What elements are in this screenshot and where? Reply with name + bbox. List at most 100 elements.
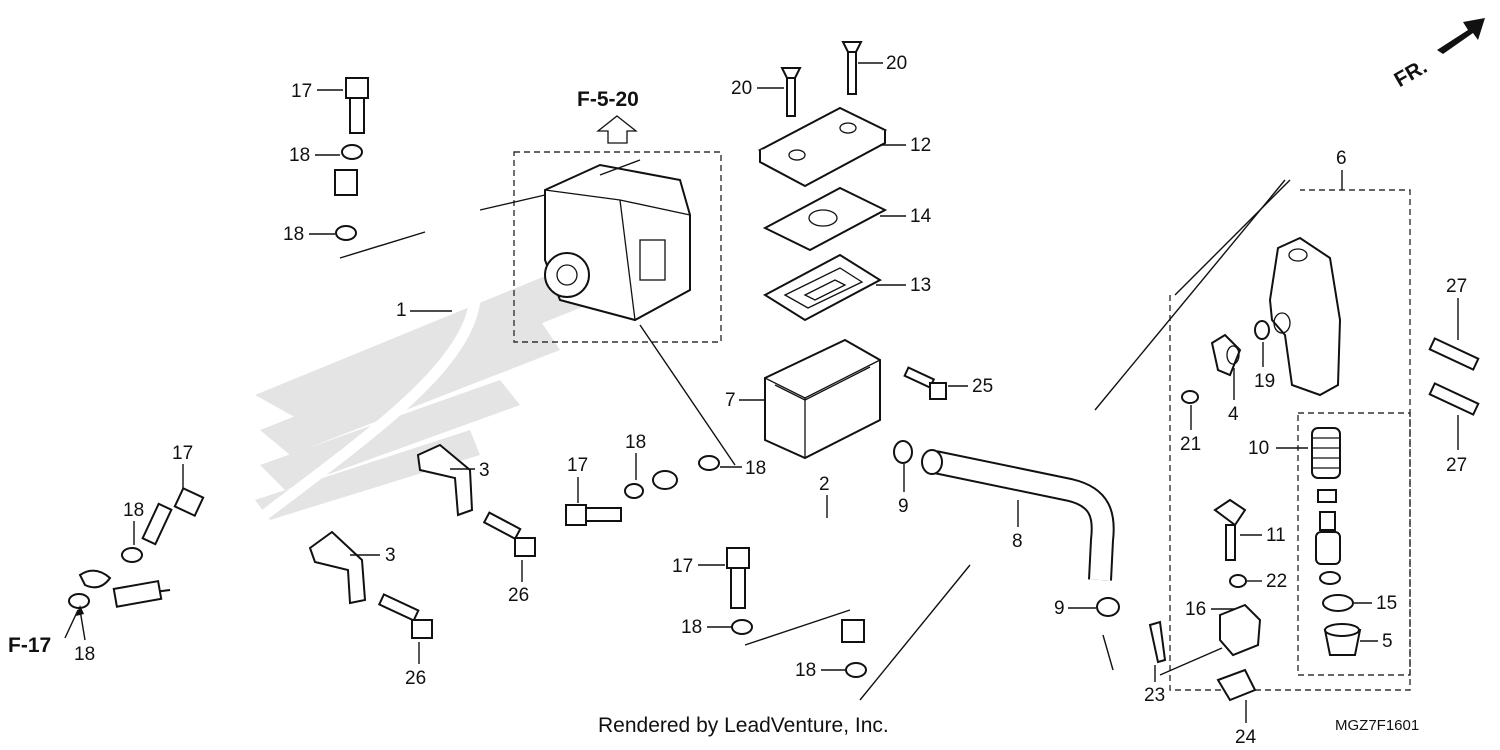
svg-text:21: 21 bbox=[1180, 434, 1201, 455]
svg-text:18: 18 bbox=[795, 660, 816, 681]
svg-text:17: 17 bbox=[172, 443, 193, 464]
callout-22: 22 bbox=[1247, 571, 1287, 592]
callout-18-lower: 18 bbox=[681, 617, 732, 638]
brake-hose-1[interactable] bbox=[78, 169, 483, 608]
callout-20-right: 20 bbox=[858, 53, 907, 74]
abs-modulator-unit[interactable] bbox=[544, 163, 691, 322]
brake-hose-2[interactable] bbox=[652, 470, 865, 643]
svg-text:17: 17 bbox=[291, 81, 312, 102]
diaphragm-13[interactable] bbox=[763, 253, 882, 322]
svg-text:26: 26 bbox=[508, 585, 529, 606]
svg-text:23: 23 bbox=[1144, 685, 1165, 706]
sealing-washers-18[interactable] bbox=[68, 144, 867, 678]
svg-text:3: 3 bbox=[479, 460, 490, 481]
svg-text:27: 27 bbox=[1446, 276, 1467, 297]
f-5-20-label[interactable]: F-5-20 bbox=[577, 88, 639, 111]
svg-text:9: 9 bbox=[898, 496, 909, 517]
callout-6: 6 bbox=[1336, 148, 1347, 190]
bolt-26-lower[interactable] bbox=[377, 593, 433, 639]
bolt-25[interactable] bbox=[903, 366, 947, 400]
callout-2: 2 bbox=[819, 474, 830, 518]
push-rod-11[interactable] bbox=[1213, 498, 1247, 561]
abs-modulator-frame bbox=[513, 151, 722, 343]
callout-7: 7 bbox=[725, 390, 765, 411]
banjo-bolt-17-left[interactable] bbox=[141, 486, 205, 546]
f-5-20-ref[interactable]: F-5-20 bbox=[577, 88, 639, 144]
reservoir-7[interactable] bbox=[764, 338, 881, 460]
cotter-pin-23[interactable] bbox=[1148, 620, 1167, 664]
clip-9-upper[interactable] bbox=[893, 440, 913, 464]
svg-text:18: 18 bbox=[289, 145, 310, 166]
callout-15: 15 bbox=[1354, 593, 1397, 614]
svg-text:11: 11 bbox=[1266, 525, 1286, 546]
svg-text:3: 3 bbox=[385, 545, 396, 566]
svg-text:22: 22 bbox=[1266, 571, 1287, 592]
callout-3-lower: 3 bbox=[350, 545, 396, 566]
master-cylinder-6[interactable] bbox=[1268, 236, 1342, 397]
spring-10[interactable] bbox=[1311, 427, 1341, 585]
callout-18-bottom-left: 18 bbox=[74, 609, 95, 665]
o-ring-19[interactable] bbox=[1254, 320, 1270, 340]
front-label: FR. bbox=[1390, 55, 1431, 92]
callout-23: 23 bbox=[1144, 665, 1165, 706]
circlip-15[interactable] bbox=[1322, 594, 1354, 612]
front-direction-arrow: FR. bbox=[1390, 18, 1485, 92]
screw-20-right[interactable] bbox=[841, 41, 863, 95]
callout-17-top: 17 bbox=[291, 81, 343, 102]
banjo-bolt-17-mid[interactable] bbox=[565, 504, 622, 526]
svg-text:18: 18 bbox=[283, 224, 304, 245]
screw-21[interactable] bbox=[1181, 390, 1199, 404]
svg-text:1: 1 bbox=[396, 300, 407, 321]
bolt-26-upper[interactable] bbox=[482, 511, 536, 557]
joint-4[interactable] bbox=[1210, 333, 1242, 377]
banjo-bolt-17-top[interactable] bbox=[345, 77, 369, 134]
clip-9-lower[interactable] bbox=[1096, 597, 1120, 617]
svg-text:10: 10 bbox=[1248, 438, 1269, 459]
svg-text:18: 18 bbox=[74, 644, 95, 665]
svg-text:4: 4 bbox=[1228, 404, 1239, 425]
callout-10: 10 bbox=[1248, 438, 1308, 459]
svg-text:18: 18 bbox=[625, 432, 646, 453]
f-17-label[interactable]: F-17 bbox=[8, 634, 51, 657]
svg-text:19: 19 bbox=[1254, 371, 1275, 392]
callout-18-bottom: 18 bbox=[795, 660, 846, 681]
callout-20-left: 20 bbox=[731, 78, 784, 99]
callout-12: 12 bbox=[880, 135, 931, 156]
callout-8: 8 bbox=[1012, 500, 1023, 552]
svg-text:5: 5 bbox=[1382, 631, 1393, 652]
svg-text:9: 9 bbox=[1054, 598, 1065, 619]
callout-13: 13 bbox=[876, 275, 931, 296]
svg-text:7: 7 bbox=[725, 390, 736, 411]
pin-24[interactable] bbox=[1216, 668, 1257, 702]
diaphragm-plate-14[interactable] bbox=[762, 186, 888, 252]
bolt-27-upper[interactable] bbox=[1428, 337, 1480, 371]
up-arrow-icon bbox=[596, 115, 638, 144]
svg-text:16: 16 bbox=[1185, 599, 1206, 620]
screw-20-left[interactable] bbox=[780, 67, 802, 117]
callout-14: 14 bbox=[880, 206, 932, 227]
callout-26-lower: 26 bbox=[405, 642, 426, 689]
diagram-code: MGZ7F1601 bbox=[1335, 717, 1419, 734]
svg-text:15: 15 bbox=[1376, 593, 1397, 614]
svg-text:18: 18 bbox=[745, 458, 766, 479]
callout-18-top2: 18 bbox=[283, 224, 335, 245]
svg-text:6: 6 bbox=[1336, 148, 1347, 169]
reservoir-hose-8[interactable] bbox=[921, 449, 1115, 581]
piston-kit-frame bbox=[1297, 412, 1411, 676]
callout-5: 5 bbox=[1360, 631, 1393, 652]
hose-clamp-3-lower[interactable] bbox=[308, 530, 367, 605]
boot-5[interactable] bbox=[1323, 623, 1362, 656]
bolt-27-lower[interactable] bbox=[1428, 382, 1480, 416]
svg-text:2: 2 bbox=[819, 474, 830, 495]
reservoir-cap-12[interactable] bbox=[757, 106, 888, 188]
callout-11: 11 bbox=[1240, 525, 1286, 546]
banjo-bolt-17-lower[interactable] bbox=[726, 547, 750, 609]
f-17-ref[interactable]: F-17 bbox=[8, 605, 84, 657]
callout-26-upper: 26 bbox=[508, 560, 529, 606]
nut-22[interactable] bbox=[1229, 574, 1247, 588]
footer-credit: Rendered by LeadVenture, Inc. bbox=[598, 714, 889, 737]
hose-clamp-3-upper[interactable] bbox=[416, 443, 474, 517]
svg-text:26: 26 bbox=[405, 668, 426, 689]
joint-16[interactable] bbox=[1219, 603, 1262, 657]
